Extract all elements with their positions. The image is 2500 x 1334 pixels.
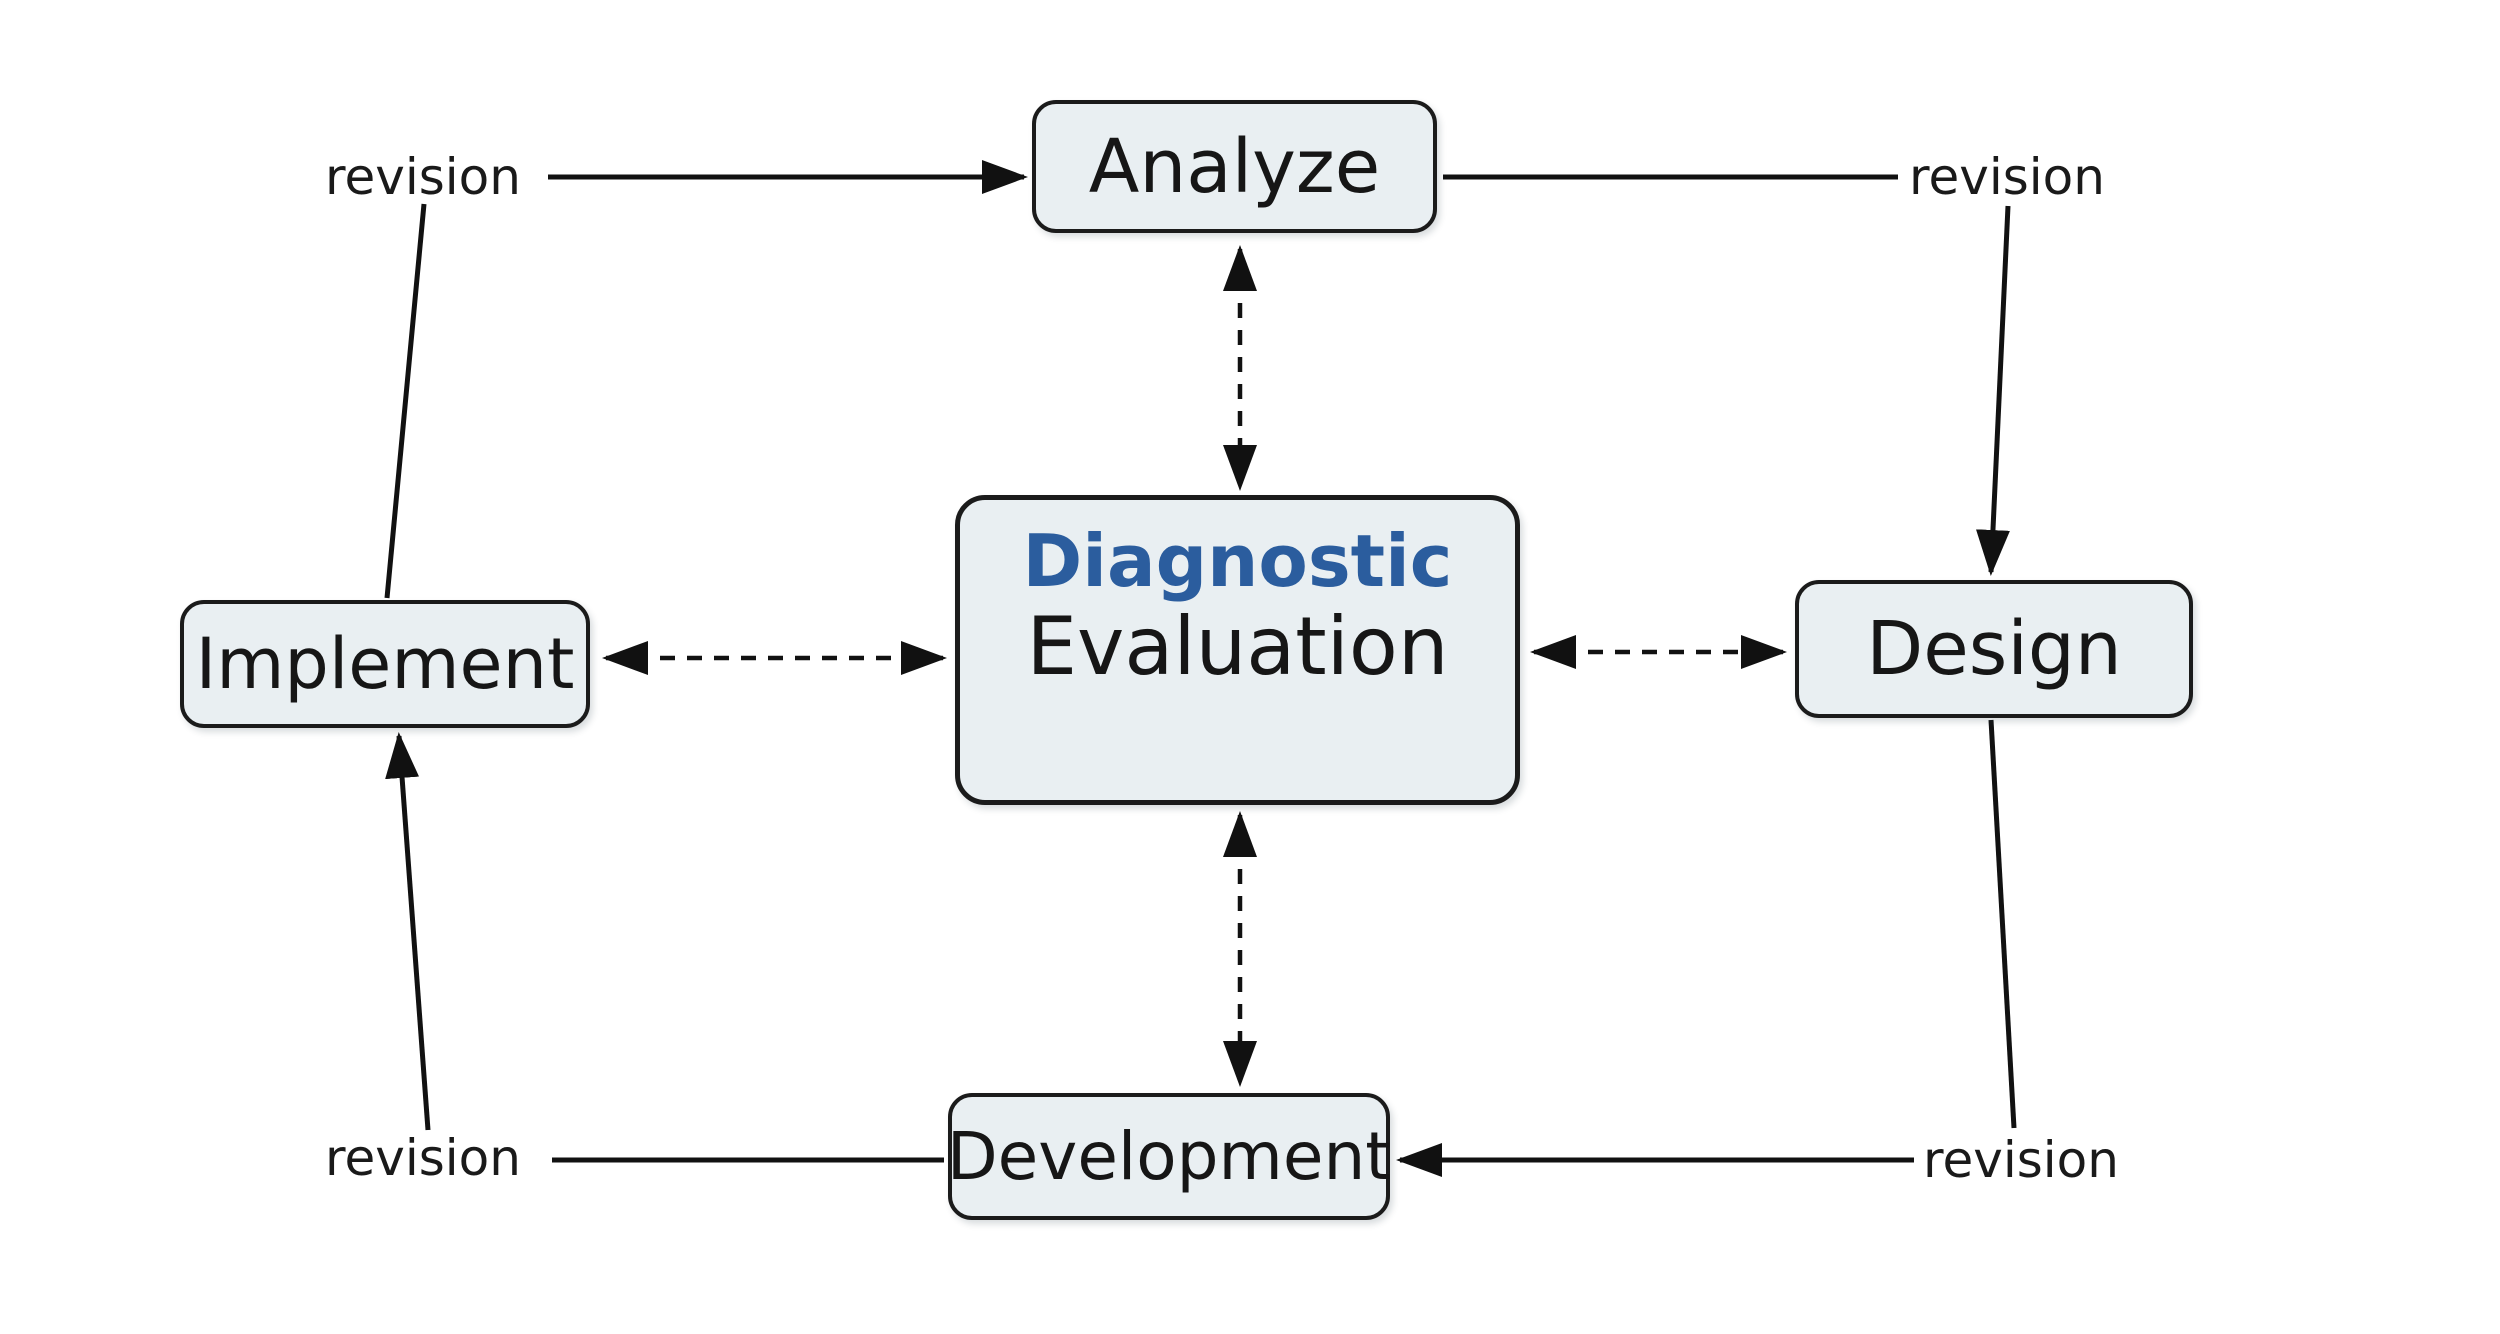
arrow-revision-to-implement [385,732,431,1131]
node-diagnostic-evaluation: Diagnostic Evaluation [955,495,1520,805]
solid-cycle-lines [384,160,2017,1177]
node-evaluation-label-line1: Diagnostic [1022,519,1453,603]
edge-label-revision-top-right: revision [1909,148,2105,206]
line-implement-to-revision-top-left [384,203,427,599]
node-implement-label: Implement [195,623,575,705]
edge-label-revision-bottom-left: revision [325,1129,521,1187]
node-design: Design [1795,580,2193,718]
line-design-to-revision-bottom-right [1988,719,2017,1129]
node-analyze: Analyze [1032,100,1437,233]
node-analyze-label: Analyze [1088,123,1381,210]
node-implement: Implement [180,600,590,728]
node-evaluation-label-line2: Evaluation [1026,600,1449,694]
arrow-revision-to-design [1975,205,2011,576]
node-development-label: Development [946,1118,1392,1195]
node-design-label: Design [1866,606,2122,692]
node-development: Development [946,1093,1392,1220]
edge-label-revision-top-left: revision [325,148,521,206]
dashed-evaluation-links [602,245,1787,1087]
edge-label-revision-bottom-right: revision [1923,1131,2119,1189]
